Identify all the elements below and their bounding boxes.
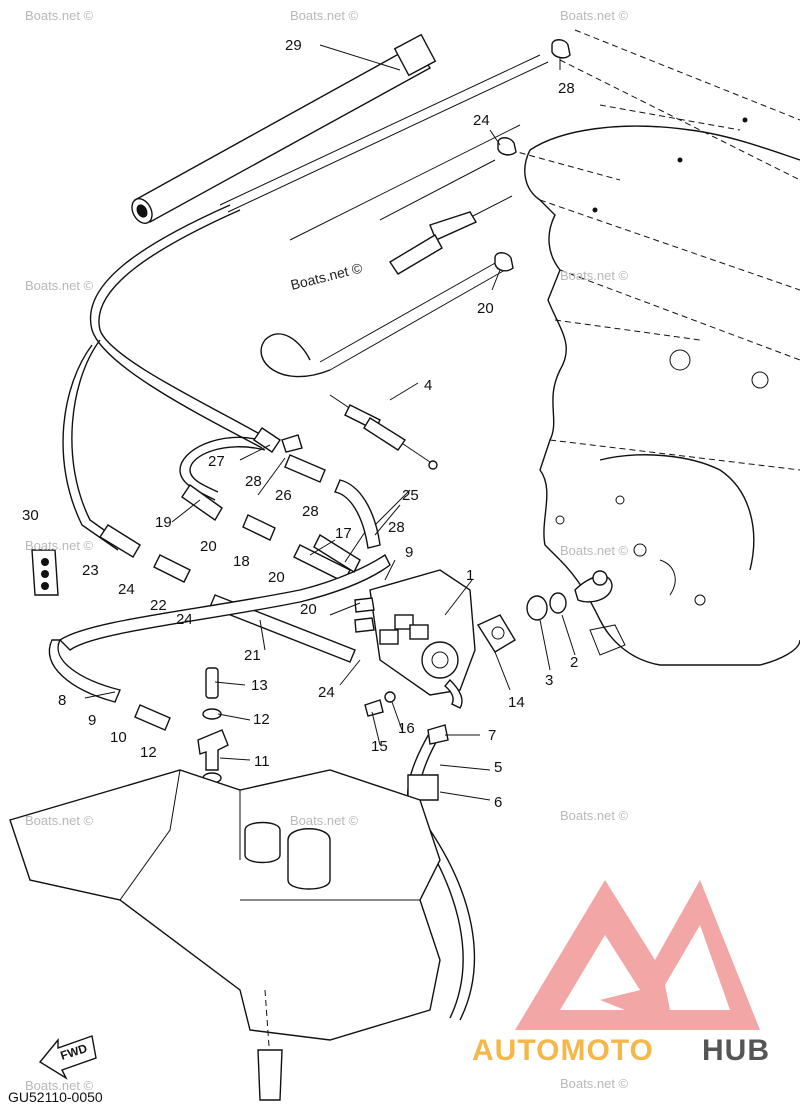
clamp-top bbox=[494, 39, 571, 272]
callout-17: 17 bbox=[335, 525, 352, 542]
watermark: Boats.net © bbox=[560, 543, 629, 558]
callout-23: 23 bbox=[82, 562, 99, 579]
callout-28: 28 bbox=[388, 519, 405, 536]
fwd-arrow: FWD bbox=[38, 1035, 97, 1080]
callout-3: 3 bbox=[545, 672, 553, 689]
watermark: Boats.net © bbox=[25, 813, 94, 828]
callout-20: 20 bbox=[477, 300, 494, 317]
grommet-30 bbox=[31, 549, 59, 596]
watermark: Boats.net © bbox=[25, 8, 94, 23]
watermark: Boats.net © bbox=[25, 278, 94, 293]
hose-assembly bbox=[48, 427, 391, 731]
callout-2: 2 bbox=[570, 654, 578, 671]
watermark: Boats.net © bbox=[560, 1076, 629, 1091]
callout-20: 20 bbox=[200, 538, 217, 555]
oil-tank bbox=[9, 769, 441, 1101]
callout-24: 24 bbox=[473, 112, 490, 129]
callout-12: 12 bbox=[253, 711, 270, 728]
callout-26: 26 bbox=[275, 487, 292, 504]
automotohub-logo: AUTOMOTO HUB bbox=[472, 880, 770, 1067]
brand-hub: HUB bbox=[702, 1034, 770, 1067]
callout-24: 24 bbox=[318, 684, 335, 701]
callout-15: 15 bbox=[371, 738, 388, 755]
cable-4 bbox=[329, 195, 513, 470]
callout-20: 20 bbox=[300, 601, 317, 618]
watermark: Boats.net © bbox=[290, 8, 359, 23]
diagram-code: GU52110-0050 bbox=[8, 1089, 103, 1105]
callout-labels: 29 28 24 20 4 27 28 26 28 25 30 19 28 17… bbox=[22, 37, 578, 811]
callout-12: 12 bbox=[140, 744, 157, 761]
callout-8: 8 bbox=[58, 692, 66, 709]
leader-lines bbox=[84, 44, 576, 801]
callout-29: 29 bbox=[285, 37, 302, 54]
callout-30: 30 bbox=[22, 507, 39, 524]
callout-9: 9 bbox=[405, 544, 413, 561]
callout-28: 28 bbox=[245, 473, 262, 490]
watermark: Boats.net © bbox=[560, 808, 629, 823]
callout-16: 16 bbox=[398, 720, 415, 737]
oil-pump bbox=[354, 569, 613, 717]
callout-25: 25 bbox=[402, 487, 419, 504]
callout-28: 28 bbox=[558, 80, 575, 97]
callout-4: 4 bbox=[424, 377, 432, 394]
callout-21: 21 bbox=[244, 647, 261, 664]
callout-18: 18 bbox=[233, 553, 250, 570]
callout-7: 7 bbox=[488, 727, 496, 744]
callout-19: 19 bbox=[155, 514, 172, 531]
hose-29 bbox=[131, 33, 437, 224]
watermark: Boats.net © bbox=[25, 538, 94, 553]
callout-9: 9 bbox=[88, 712, 96, 729]
watermark: Boats.net © bbox=[560, 8, 629, 23]
callout-14: 14 bbox=[508, 694, 525, 711]
callout-5: 5 bbox=[494, 759, 502, 776]
callout-20: 20 bbox=[268, 569, 285, 586]
callout-6: 6 bbox=[494, 794, 502, 811]
brand-automoto: AUTOMOTO bbox=[472, 1034, 654, 1067]
watermark-inline: Boats.net © bbox=[289, 259, 365, 292]
callout-27: 27 bbox=[208, 453, 225, 470]
callout-11: 11 bbox=[254, 753, 270, 770]
callout-24: 24 bbox=[176, 611, 193, 628]
watermark: Boats.net © bbox=[290, 813, 359, 828]
callout-13: 13 bbox=[251, 677, 268, 694]
watermark: Boats.net © bbox=[25, 1078, 94, 1093]
callout-22: 22 bbox=[150, 597, 167, 614]
oil-line bbox=[407, 724, 476, 1021]
callout-24: 24 bbox=[118, 581, 135, 598]
routing-lines bbox=[62, 54, 549, 551]
engine-block bbox=[509, 29, 800, 666]
callout-28: 28 bbox=[302, 503, 319, 520]
callout-10: 10 bbox=[110, 729, 127, 746]
callout-1: 1 bbox=[466, 567, 474, 584]
watermark: Boats.net © bbox=[560, 268, 629, 283]
